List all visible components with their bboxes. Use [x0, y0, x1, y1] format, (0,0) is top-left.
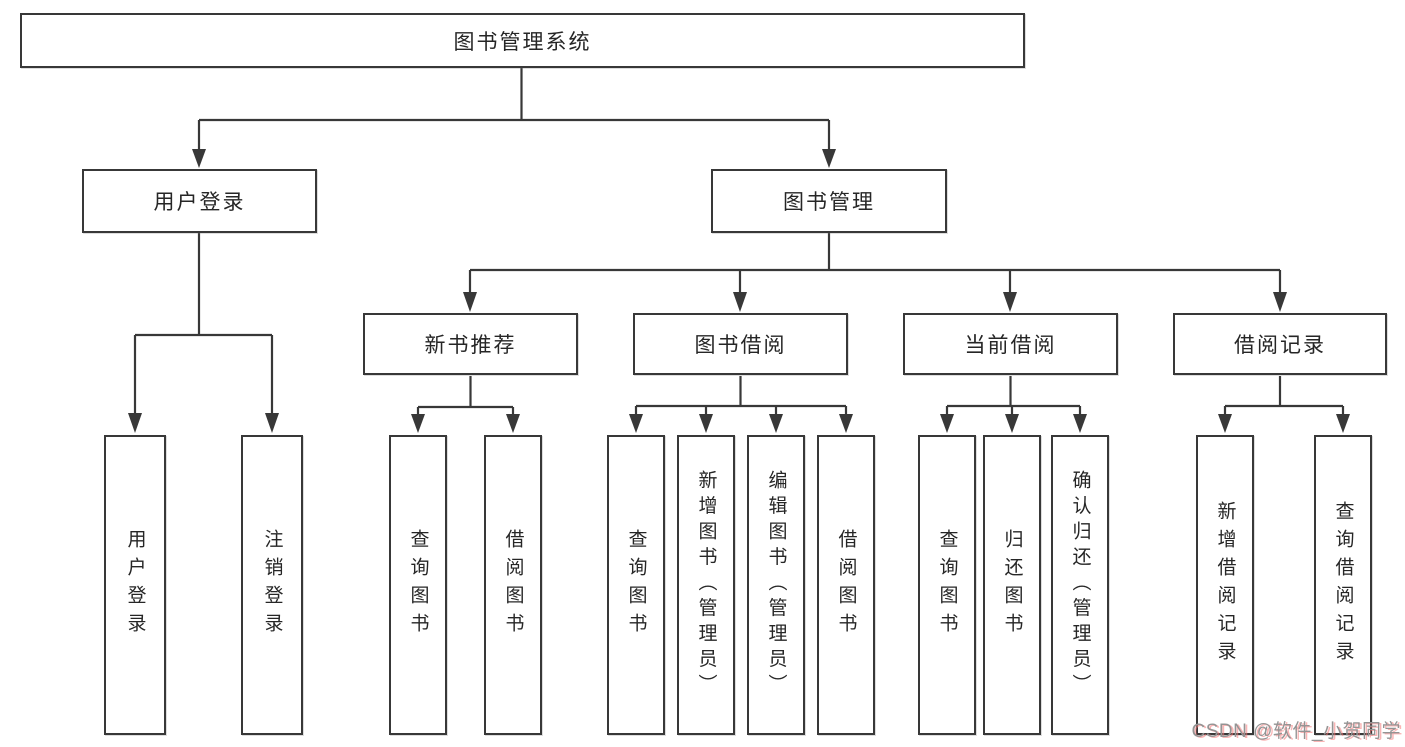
csdn-watermark: CSDN @软件_小贺同学	[1191, 721, 1401, 742]
node-leaf-user-login: 用户登录	[104, 435, 166, 735]
node-leaf-return-books-label: 归还图书	[1001, 529, 1023, 641]
node-leaf-borrow-books-2-label: 借阅图书	[835, 529, 857, 641]
node-leaf-confirm-return: 确认归还（管理员）	[1051, 435, 1109, 735]
node-leaf-logout: 注销登录	[241, 435, 303, 735]
node-leaf-add-books-label: 新增图书（管理员）	[695, 470, 717, 700]
node-leaf-edit-books-label: 编辑图书（管理员）	[765, 470, 787, 700]
node-leaf-query-borrow-record: 查询借阅记录	[1314, 435, 1372, 735]
node-leaf-borrow-books-2: 借阅图书	[817, 435, 875, 735]
node-book-borrowing: 图书借阅	[633, 313, 848, 375]
node-leaf-user-login-label: 用户登录	[124, 529, 146, 641]
connector-currentborrow-to-leaves	[945, 376, 1082, 415]
connector-bookborrow-to-leaves	[634, 376, 848, 415]
node-current-borrowing-label: 当前借阅	[964, 334, 1057, 357]
node-leaf-edit-books: 编辑图书（管理员）	[747, 435, 805, 735]
node-leaf-borrow-books-1-label: 借阅图书	[502, 529, 524, 641]
node-leaf-logout-label: 注销登录	[261, 529, 283, 641]
node-borrow-records: 借阅记录	[1173, 313, 1387, 375]
connector-userlogin-to-leaves	[133, 233, 274, 414]
node-root-label: 图书管理系统	[453, 30, 592, 54]
node-borrow-records-label: 借阅记录	[1234, 334, 1326, 357]
connector-newbook-to-leaves	[416, 376, 515, 415]
node-current-borrowing: 当前借阅	[903, 313, 1118, 375]
connector-records-to-leaves	[1223, 376, 1345, 415]
connector-bookmgmt-to-level3	[468, 233, 1282, 293]
node-leaf-query-books-3-label: 查询图书	[936, 529, 958, 641]
node-leaf-query-books-3: 查询图书	[918, 435, 976, 735]
node-leaf-borrow-books-1: 借阅图书	[484, 435, 542, 735]
node-new-book-recommend-label: 新书推荐	[424, 334, 517, 357]
node-leaf-query-books-1: 查询图书	[389, 435, 447, 735]
node-leaf-add-borrow-record-label: 新增借阅记录	[1214, 501, 1236, 669]
node-user-login: 用户登录	[82, 169, 317, 233]
node-book-borrowing-label: 图书借阅	[694, 334, 787, 357]
node-leaf-return-books: 归还图书	[983, 435, 1041, 735]
node-root: 图书管理系统	[20, 13, 1025, 68]
node-leaf-add-books: 新增图书（管理员）	[677, 435, 735, 735]
node-leaf-query-books-2: 查询图书	[607, 435, 665, 735]
node-leaf-query-books-2-label: 查询图书	[625, 529, 647, 641]
node-book-management: 图书管理	[711, 169, 947, 233]
node-leaf-add-borrow-record: 新增借阅记录	[1196, 435, 1254, 735]
node-user-login-label: 用户登录	[153, 191, 246, 214]
node-new-book-recommend: 新书推荐	[363, 313, 578, 375]
node-book-management-label: 图书管理	[783, 191, 875, 214]
node-leaf-confirm-return-label: 确认归还（管理员）	[1069, 470, 1091, 700]
connector-root-to-level2	[197, 68, 831, 150]
node-leaf-query-books-1-label: 查询图书	[407, 529, 429, 641]
node-leaf-query-borrow-record-label: 查询借阅记录	[1332, 501, 1354, 669]
